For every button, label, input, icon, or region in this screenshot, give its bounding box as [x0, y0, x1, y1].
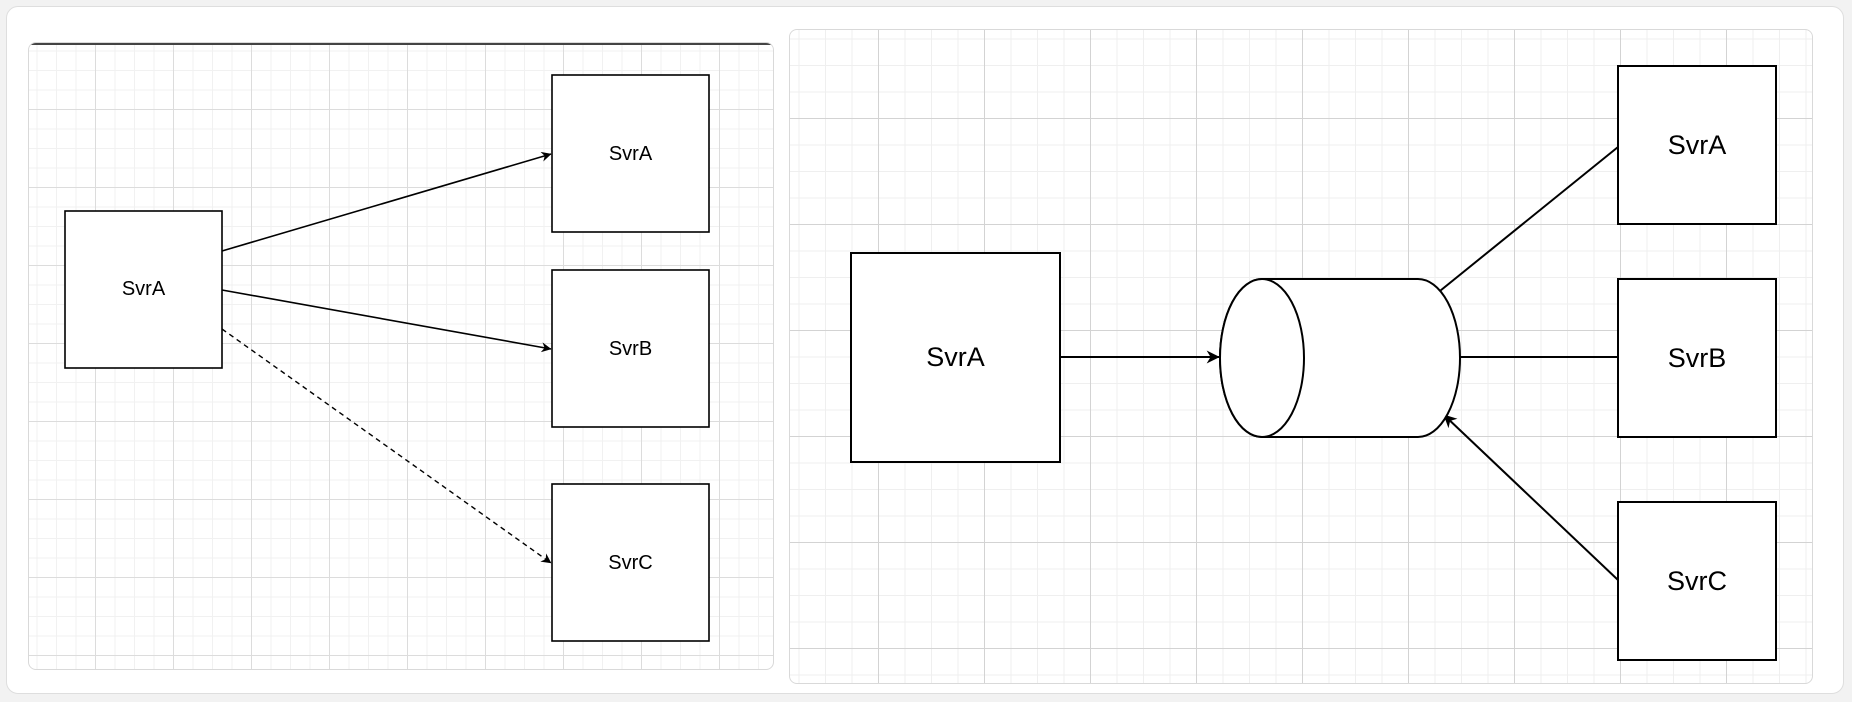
queue-end-cap	[1219, 278, 1305, 438]
node-target-svrb[interactable]: SvrB	[551, 269, 710, 428]
node-label: SvrA	[1668, 130, 1727, 160]
edge-consumer-svrc-to-queue[interactable]	[1443, 414, 1619, 581]
left-diagram-svg: SvrA SvrA SvrB SvrC	[64, 74, 710, 642]
node-box	[1617, 65, 1777, 225]
node-target-svra[interactable]: SvrA	[551, 74, 710, 233]
node-target-svrc[interactable]: SvrC	[551, 483, 710, 642]
node-label: SvrC	[608, 552, 652, 574]
node-consumer-svrc[interactable]: SvrC	[1617, 501, 1777, 661]
left-diagram-canvas[interactable]: SvrA SvrA SvrB SvrC	[28, 42, 774, 670]
right-diagram-svg: SvrA SvrA SvrB SvrC	[850, 65, 1777, 661]
node-producer-svra[interactable]: SvrA	[850, 252, 1061, 463]
node-box	[64, 210, 223, 369]
left-canvas-top-border	[29, 43, 773, 45]
node-consumer-svrb[interactable]: SvrB	[1617, 278, 1777, 438]
edge-consumer-svra-to-queue[interactable]	[1429, 146, 1619, 300]
node-box	[1617, 501, 1777, 661]
edge-svra-to-svra[interactable]	[221, 151, 552, 252]
node-label: SvrA	[122, 278, 166, 300]
node-box	[1617, 278, 1777, 438]
node-source-svra[interactable]: SvrA	[64, 210, 223, 369]
node-consumer-svra[interactable]: SvrA	[1617, 65, 1777, 225]
right-diagram-canvas[interactable]: SvrA SvrA SvrB SvrC	[789, 29, 1813, 684]
node-box	[850, 252, 1061, 463]
node-label: SvrC	[1667, 566, 1727, 596]
edge-svra-to-svrb[interactable]	[221, 289, 552, 353]
edge-svra-to-svrc-dashed[interactable]	[221, 328, 552, 564]
node-label: SvrA	[926, 342, 985, 372]
node-box	[551, 269, 710, 428]
page-frame: SvrA SvrA SvrB SvrC	[6, 6, 1844, 694]
node-label: SvrB	[1668, 343, 1727, 373]
queue-cylinder[interactable]	[1219, 278, 1461, 438]
node-box	[551, 74, 710, 233]
node-label: SvrB	[609, 338, 652, 360]
node-label: SvrA	[609, 143, 653, 165]
node-box	[551, 483, 710, 642]
